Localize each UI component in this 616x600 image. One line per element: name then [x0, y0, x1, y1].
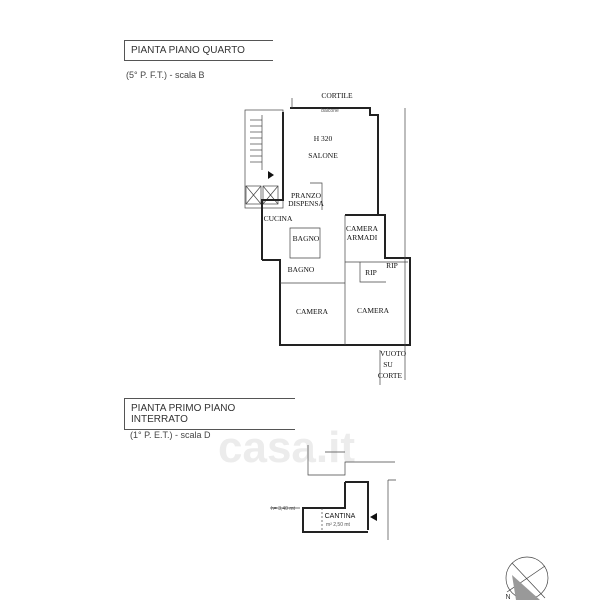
label-balcone: balcone: [321, 108, 339, 114]
label-cantina-height: h= 3,40 mt: [271, 506, 295, 512]
lower-plan-subtitle: (1° P. E.T.) - scala D: [130, 430, 211, 440]
lower-plan-title: PIANTA PRIMO PIANO INTERRATO: [124, 398, 295, 430]
label-rip-1: RIP: [386, 261, 398, 270]
label-rip-2: RIP: [365, 268, 377, 277]
label-su: SU: [383, 360, 393, 369]
label-camera-armadi-2: ARMADI: [347, 233, 378, 242]
svg-text:N: N: [505, 594, 510, 600]
staircase: [244, 109, 284, 209]
label-height: H 320: [314, 134, 333, 143]
label-corte: CORTE: [378, 371, 403, 380]
label-camera-left: CAMERA: [296, 307, 329, 316]
label-salone: SALONE: [308, 151, 338, 160]
label-bagno-1: BAGNO: [293, 234, 320, 243]
label-cantina: CANTINA: [325, 513, 356, 520]
label-cortile: CORTILE: [321, 91, 353, 100]
label-pranzo: PRANZO: [291, 191, 322, 200]
label-cantina-area: m² 2,50 mt: [326, 522, 351, 528]
label-vuoto: VUOTO: [380, 349, 407, 358]
upper-plan-title: PIANTA PIANO QUARTO: [124, 40, 273, 61]
label-camera-right: CAMERA: [357, 306, 390, 315]
label-dispensa: DISPENSA: [288, 199, 324, 208]
apartment-walls: [261, 98, 411, 385]
label-bagno-2: BAGNO: [288, 265, 315, 274]
label-cucina: CUCINA: [264, 214, 293, 223]
label-camera-armadi-1: CAMERA: [346, 224, 379, 233]
north-compass-icon: N: [505, 556, 549, 600]
basement-walls: [270, 445, 396, 540]
upper-plan-subtitle: (5° P. F.T.) - scala B: [126, 70, 205, 80]
watermark: casa.it: [218, 423, 355, 472]
